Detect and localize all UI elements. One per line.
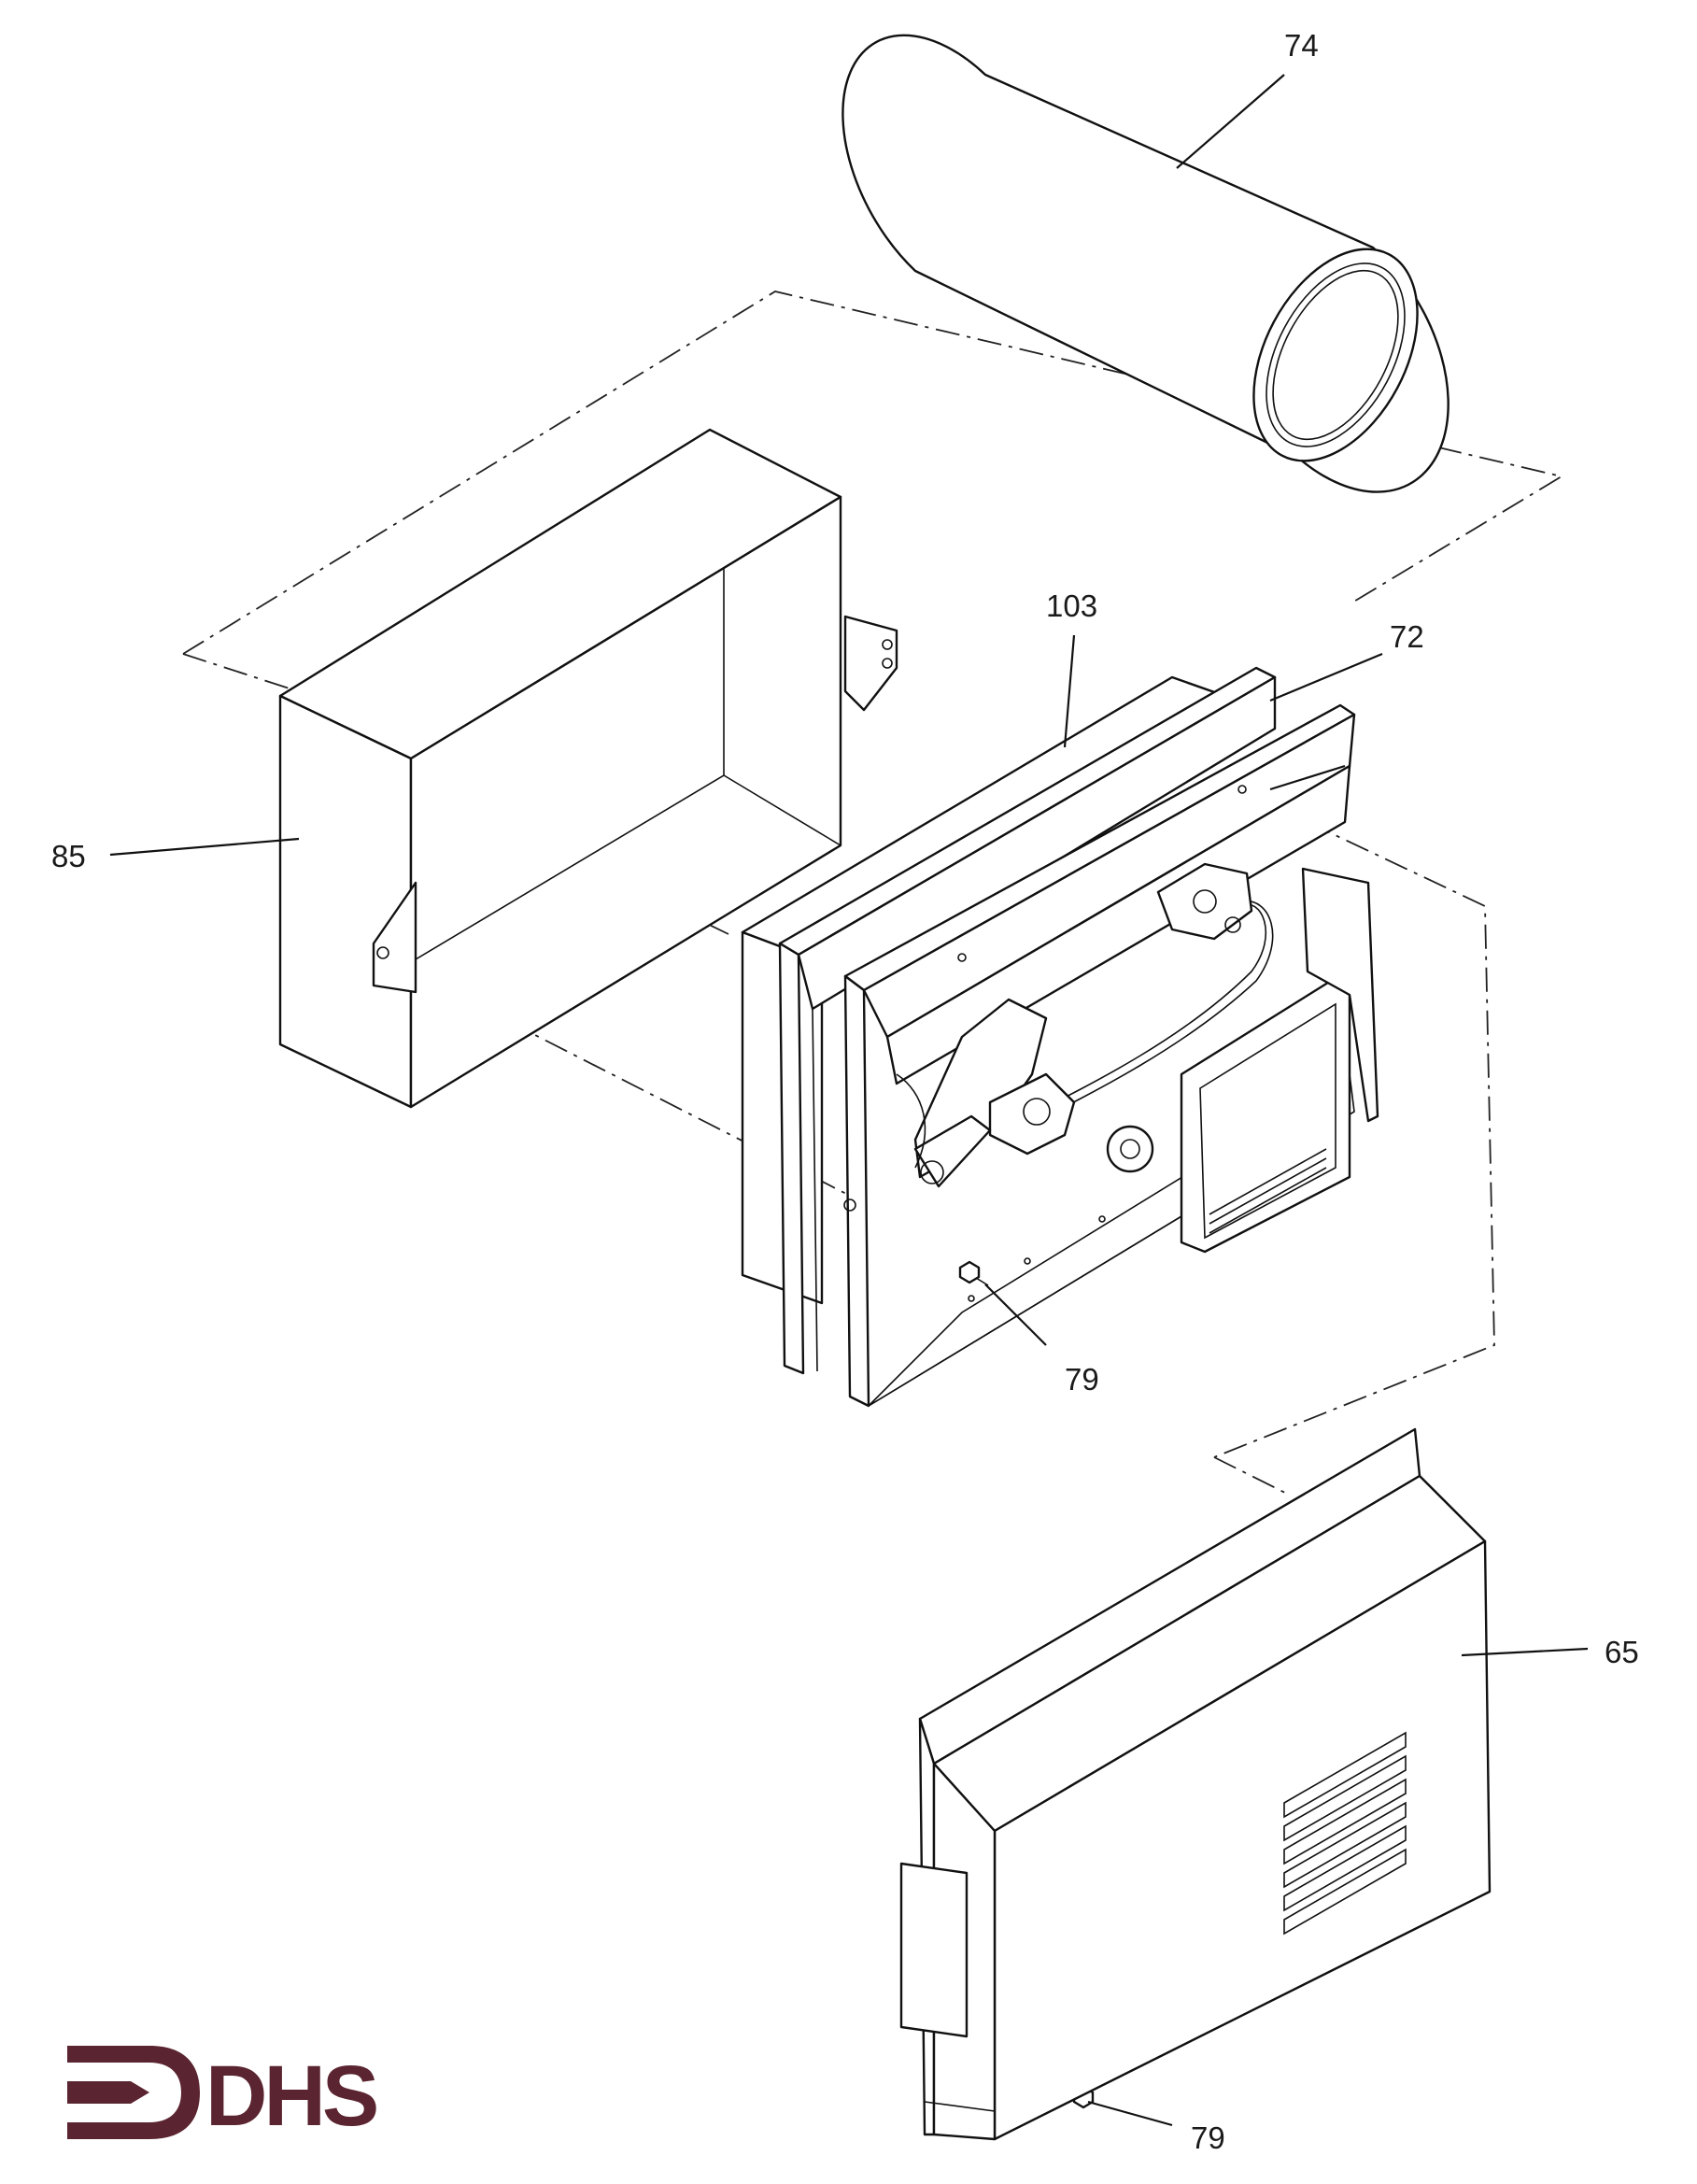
callout-72: 72: [1390, 619, 1424, 654]
dhs-logo: DHS: [67, 2046, 380, 2144]
callout-79-lower: 79: [1191, 2120, 1225, 2155]
leader-lines: [109, 74, 1589, 2127]
front-cover: [899, 1427, 1492, 2141]
blower-housing: [843, 703, 1379, 1408]
gasket-frame: [778, 666, 1277, 1375]
wall-box: [278, 428, 898, 1109]
damper-motor-right: [1156, 862, 1253, 941]
vent-louvers: [1283, 1731, 1407, 1936]
duct-cylinder: [841, 34, 1450, 493]
logo-text: DHS: [205, 2049, 376, 2144]
callout-79-upper: 79: [1065, 1362, 1099, 1397]
callout-74: 74: [1284, 28, 1319, 63]
damper-motor-left: [896, 998, 1076, 1188]
callout-103: 103: [1046, 589, 1097, 623]
callout-labels: 74 103 72 85 79 65 79: [51, 28, 1639, 2155]
callout-85: 85: [51, 839, 86, 873]
arrow-bracket-icon: [67, 2046, 200, 2139]
callout-65: 65: [1605, 1635, 1639, 1669]
